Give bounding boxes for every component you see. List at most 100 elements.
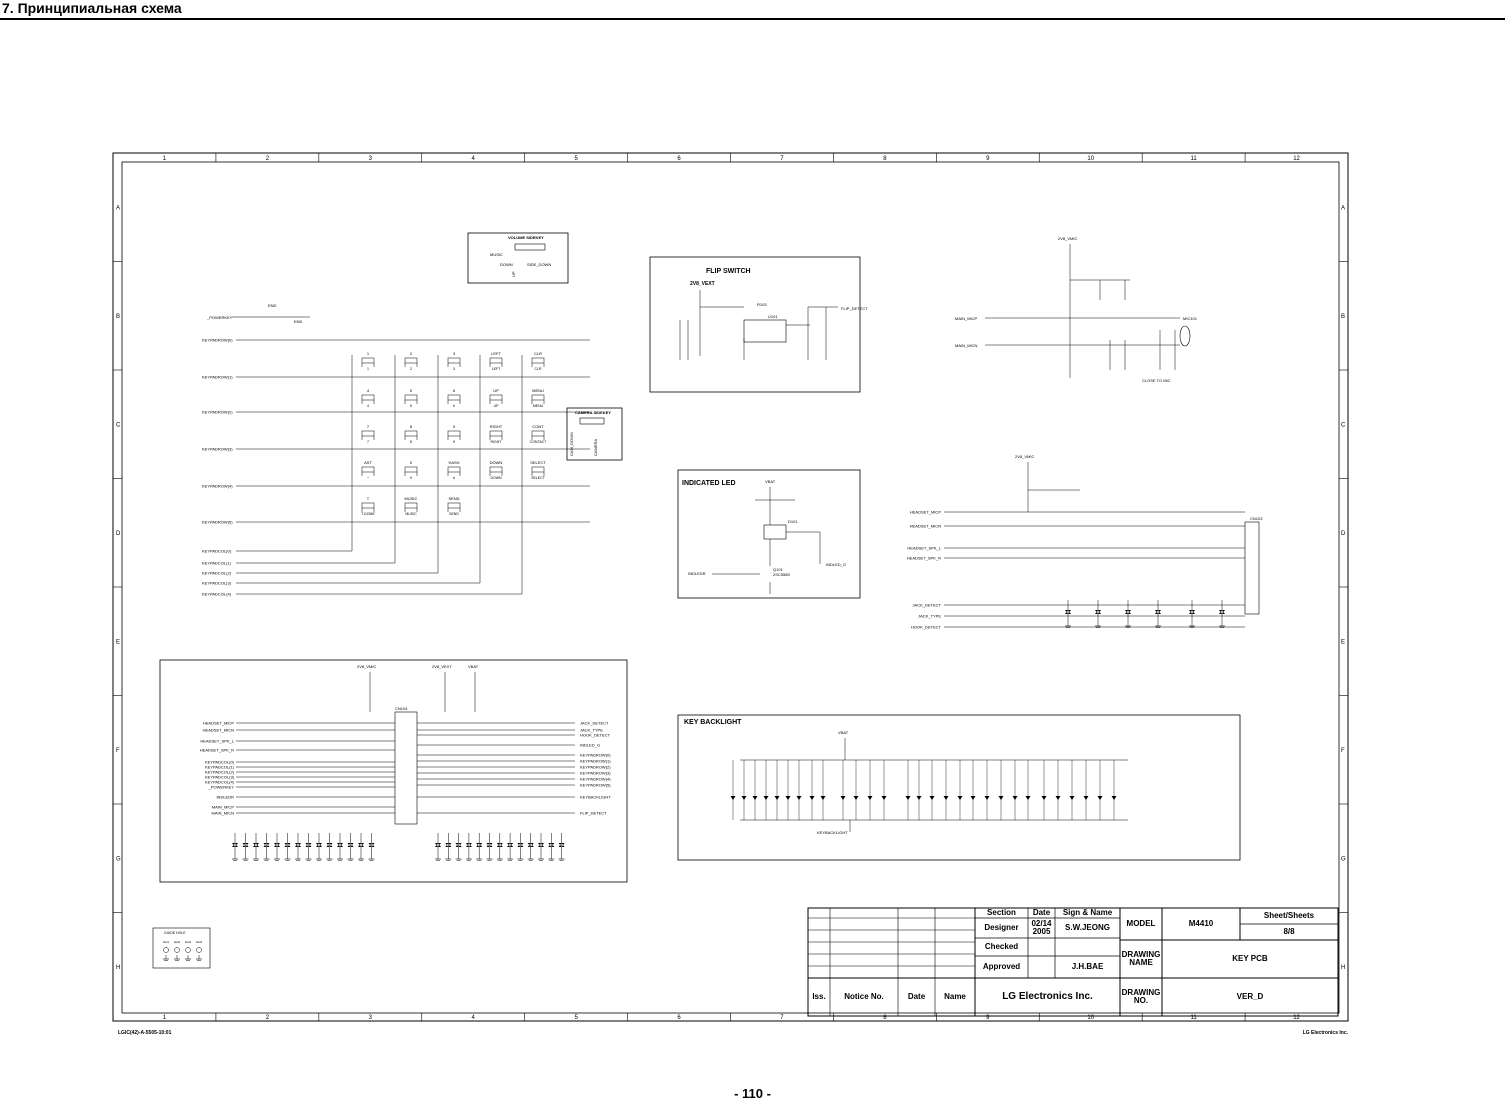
- tb-approved-label: Approved: [982, 961, 1021, 971]
- keypad-row-label: KEYPADROW(4): [202, 484, 233, 489]
- key-label: DOWN: [490, 460, 503, 465]
- headset-net: HOOK_DETECT: [911, 625, 942, 630]
- tb-name-label: Name: [944, 991, 966, 1001]
- key-label: SEND: [448, 496, 459, 501]
- volume-label-down: DOWN: [500, 262, 513, 267]
- connector-cn104-body: [394, 711, 418, 825]
- backlight-led: [1025, 796, 1031, 800]
- keypad-keys: 112233LEFTLEFTCLRCLR445566UPUPMENUMENU77…: [361, 351, 547, 516]
- key-sublabel: SELECT: [531, 476, 545, 480]
- indicated-led-supply: VBAT: [765, 479, 776, 484]
- volume-key-body: [514, 243, 546, 251]
- frame-ticks: [113, 153, 1348, 1021]
- frame-row-label: F: [116, 748, 120, 754]
- frame-column-label: 11: [1191, 156, 1198, 162]
- frame-column-label: 5: [574, 156, 578, 162]
- key-label: CONT: [532, 424, 544, 429]
- tvs-diode: [1189, 610, 1195, 614]
- key-label: LEFT: [491, 351, 501, 356]
- tb-date2-label: Date: [907, 991, 926, 1001]
- backlight-led: [1069, 796, 1075, 800]
- tb-approved-name: J.H.BAE: [1071, 961, 1104, 971]
- backlight-led: [1097, 796, 1103, 800]
- key-sublabel: CLR: [534, 367, 541, 371]
- tvs-diode: [1219, 610, 1225, 614]
- tvs-diode: [358, 843, 364, 847]
- connector-left-net: KEYPADCOL(3): [205, 775, 235, 780]
- frame-column-label: 7: [780, 156, 784, 162]
- guide-hole: [174, 947, 180, 953]
- tvs-diode: [496, 843, 503, 847]
- tb-designer-label: Designer: [984, 922, 1019, 932]
- backlight-led: [984, 796, 990, 800]
- key-sublabel: DOWN: [490, 476, 502, 480]
- frame-column-label: 11: [1191, 1015, 1198, 1021]
- key-sublabel: 4: [367, 404, 369, 408]
- key-label: AST: [364, 460, 372, 465]
- footer-company: LG Electronics Inc.: [1302, 1030, 1348, 1036]
- frame-column-label: 7: [780, 1015, 784, 1021]
- tvs-diode: [1095, 610, 1101, 614]
- headset-net: JACK_DETECT: [913, 603, 942, 608]
- frame-row-label: C: [1341, 422, 1346, 428]
- indicated-led-title: INDICATED LED: [682, 480, 736, 487]
- key-switch: [489, 466, 503, 473]
- frame-column-label: 10: [1087, 156, 1094, 162]
- keypad-row-label: KEYPADROW(2): [202, 410, 233, 415]
- guide-hole: [185, 947, 191, 953]
- backlight-led: [1055, 796, 1061, 800]
- tb-drawing-no-label: DRAWING NO.: [1121, 987, 1161, 1005]
- connector-left-net: KEYPADCOL(2): [205, 770, 235, 775]
- frame-column-label: 9: [986, 156, 990, 162]
- frame-row-label: G: [1341, 856, 1346, 862]
- tb-model-value: M4410: [1188, 918, 1214, 928]
- guide-hole: [196, 947, 202, 953]
- frame-row-label: D: [1341, 531, 1346, 537]
- connector-right-net: JACK_TYPE: [580, 728, 603, 733]
- key-switch: [404, 502, 418, 509]
- headset-net: JACK_TYPE: [918, 614, 941, 619]
- key-label: 7: [367, 424, 370, 429]
- frame-row-label: C: [116, 422, 121, 428]
- key-sublabel: #: [453, 476, 455, 480]
- tvs-diode: [326, 843, 333, 847]
- frame-inner: [121, 161, 1340, 1014]
- mic-note: CLOSE TO MIC: [1142, 378, 1171, 383]
- frame-column-label: 5: [574, 1015, 578, 1021]
- frame-column-label: 3: [369, 1015, 373, 1021]
- tb-company: LG Electronics Inc.: [1002, 990, 1093, 1002]
- headset-connector: CN103: [1250, 516, 1263, 521]
- tb-iss-label: Iss.: [812, 991, 826, 1001]
- connector-left-net: KEYPADCOL(1): [205, 765, 235, 770]
- key-label: MUSIC: [405, 496, 418, 501]
- key-sublabel: 9: [453, 440, 455, 444]
- tvs-diode: [1065, 610, 1071, 614]
- tvs-diode: [337, 843, 343, 847]
- guide-hole-label: GH4: [196, 940, 203, 944]
- key-switch: [531, 430, 545, 437]
- flip-switch-net: 2V8_VEXT: [690, 281, 715, 287]
- key-sublabel: CONTACT: [530, 440, 548, 444]
- headset-supply: 2V8_VMIC: [1015, 454, 1034, 459]
- keypad-col-label: KEYPADCOL(1): [202, 561, 232, 566]
- backlight-led: [1083, 796, 1089, 800]
- guide-hole: [163, 947, 169, 953]
- key-switch: [404, 357, 418, 364]
- tb-sign-label: Sign & Name: [1062, 907, 1113, 917]
- key-label: MENU: [532, 388, 544, 393]
- key-sublabel: 5: [410, 404, 412, 408]
- headset-net: HEADSET_SPK_L: [907, 546, 941, 551]
- frame-column-label: 12: [1293, 1015, 1300, 1021]
- connector-left-net: MAIN_MICN: [212, 811, 235, 816]
- tvs-diode: [1155, 610, 1161, 614]
- headset-net: HEADSET_MICN: [910, 524, 941, 529]
- powerkey-net2: END: [294, 319, 303, 324]
- key-label: UP: [493, 388, 499, 393]
- connector-right-net: KEYPADROW(2): [580, 765, 611, 770]
- backlight-led: [905, 796, 911, 800]
- tb-section-label: Section: [987, 907, 1016, 917]
- backlight-led: [809, 796, 815, 800]
- key-switch: [404, 466, 418, 473]
- key-switch: [531, 466, 545, 473]
- camera-sidekey-box: [566, 407, 623, 461]
